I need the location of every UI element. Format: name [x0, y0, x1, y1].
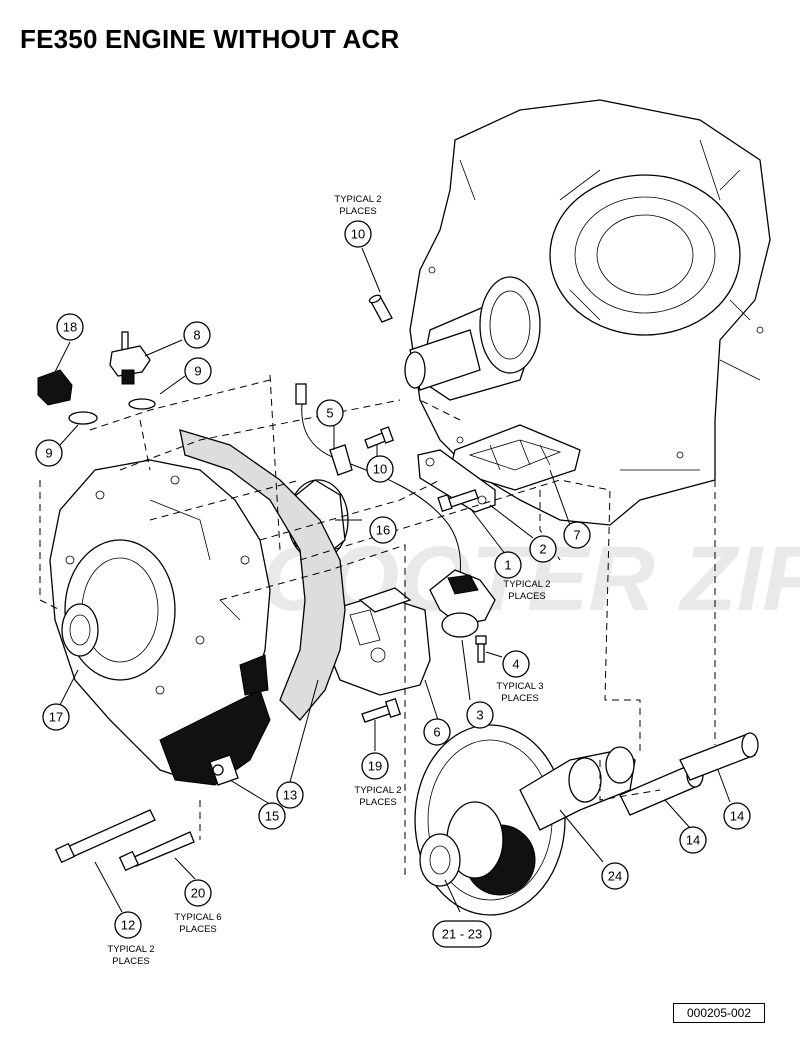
- callout-11-label: 10: [351, 227, 365, 242]
- callout-6: 6: [423, 718, 451, 746]
- callout-9-right-label: 9: [194, 364, 201, 379]
- bolt-1: [437, 489, 479, 513]
- watermark-text: SCOOTER ZIP: [200, 528, 800, 630]
- leader-lines: [54, 247, 731, 913]
- callout-1-label: 1: [504, 558, 511, 573]
- note-typical-1-line2: PLACES: [508, 591, 546, 602]
- callout-10-label: 10: [373, 462, 387, 477]
- note-typical-12: TYPICAL 2 PLACES: [107, 944, 154, 967]
- callout-7: 7: [563, 521, 591, 549]
- camshaft: [519, 746, 636, 831]
- callout-2: 2: [529, 535, 557, 563]
- callout-20: 20: [184, 879, 212, 907]
- callout-21-23-label: 21 - 23: [442, 927, 482, 942]
- callout-24-label: 24: [608, 869, 622, 884]
- tappets: [619, 732, 759, 816]
- screw-10: [364, 426, 394, 449]
- note-typical-20-line2: PLACES: [179, 924, 217, 935]
- callout-1: 1: [494, 551, 522, 579]
- callout-7-label: 7: [573, 528, 580, 543]
- callout-8-label: 8: [193, 328, 200, 343]
- note-typical-19-line2: PLACES: [359, 797, 397, 808]
- note-typical-4-line2: PLACES: [501, 693, 539, 704]
- callout-19-label: 19: [368, 759, 382, 774]
- callout-14-right: 14: [723, 802, 751, 830]
- crankcase-gasket: [179, 429, 346, 721]
- assembly-lines: [39, 374, 716, 875]
- note-typical-20-line1: TYPICAL 6: [174, 912, 221, 923]
- callout-17-label: 17: [49, 710, 63, 725]
- sensor-wire: [295, 383, 461, 576]
- callout-18-label: 18: [63, 320, 77, 335]
- callout-13: 13: [276, 781, 304, 809]
- shim-washer: [419, 833, 461, 887]
- note-typical-12-line2: PLACES: [112, 956, 150, 967]
- crankcase-cover: [49, 459, 271, 786]
- callout-24: 24: [601, 862, 629, 890]
- callout-3-label: 3: [476, 708, 483, 723]
- callout-4-label: 4: [512, 657, 519, 672]
- callout-18: 18: [56, 313, 84, 341]
- callout-21-23: 21 - 23: [432, 920, 492, 948]
- note-typical-1-line1: TYPICAL 2: [503, 579, 550, 590]
- callout-14-left-label: 14: [686, 833, 700, 848]
- callout-12-label: 12: [121, 918, 135, 933]
- note-typical-11: TYPICAL 2 PLACES: [334, 194, 381, 217]
- speed-sensor: [429, 569, 496, 638]
- note-typical-19: TYPICAL 2 PLACES: [354, 785, 401, 808]
- dowel-pin: [368, 294, 393, 323]
- callout-9-left: 9: [35, 439, 63, 467]
- watermark: SCOOTER ZIP: [200, 528, 800, 630]
- callout-3: 3: [466, 701, 494, 729]
- breather-valve: [109, 331, 156, 410]
- callout-16-label: 16: [376, 523, 390, 538]
- breather-fitting: [209, 754, 239, 786]
- note-typical-4-line1: TYPICAL 3: [496, 681, 543, 692]
- note-typical-19-line1: TYPICAL 2: [354, 785, 401, 796]
- note-typical-12-line1: TYPICAL 2: [107, 944, 154, 955]
- callout-5: 5: [316, 399, 344, 427]
- callout-2-label: 2: [539, 542, 546, 557]
- callout-14-right-label: 14: [730, 809, 744, 824]
- oil-fill-plug: [37, 369, 98, 425]
- screw-19: [361, 698, 402, 723]
- callout-11: 10: [344, 220, 372, 248]
- bolt-20: [118, 831, 195, 872]
- note-typical-11-line2: PLACES: [339, 206, 377, 217]
- callout-9-right: 9: [184, 357, 212, 385]
- note-typical-4: TYPICAL 3 PLACES: [496, 681, 543, 704]
- note-typical-1: TYPICAL 2 PLACES: [503, 579, 550, 602]
- callout-10: 10: [366, 455, 394, 483]
- callout-16: 16: [369, 516, 397, 544]
- callout-15-label: 15: [265, 809, 279, 824]
- page-title: FE350 ENGINE WITHOUT ACR: [20, 24, 400, 54]
- callout-12: 12: [114, 911, 142, 939]
- bolt-12: [54, 809, 156, 864]
- callout-19: 19: [361, 752, 389, 780]
- callout-8: 8: [183, 321, 211, 349]
- engine-block: [404, 99, 771, 526]
- callout-13-label: 13: [283, 788, 297, 803]
- callout-6-label: 6: [433, 725, 440, 740]
- callout-15: 15: [258, 802, 286, 830]
- callout-14-left: 14: [679, 826, 707, 854]
- note-typical-20: TYPICAL 6 PLACES: [174, 912, 221, 935]
- callout-9-left-label: 9: [45, 446, 52, 461]
- document-reference-number: 000205-002: [673, 1003, 765, 1023]
- callout-5-label: 5: [326, 406, 333, 421]
- callout-4: 4: [502, 650, 530, 678]
- screw-4: [475, 635, 487, 663]
- callout-20-label: 20: [191, 886, 205, 901]
- callout-17: 17: [42, 703, 70, 731]
- note-typical-11-line1: TYPICAL 2: [334, 194, 381, 205]
